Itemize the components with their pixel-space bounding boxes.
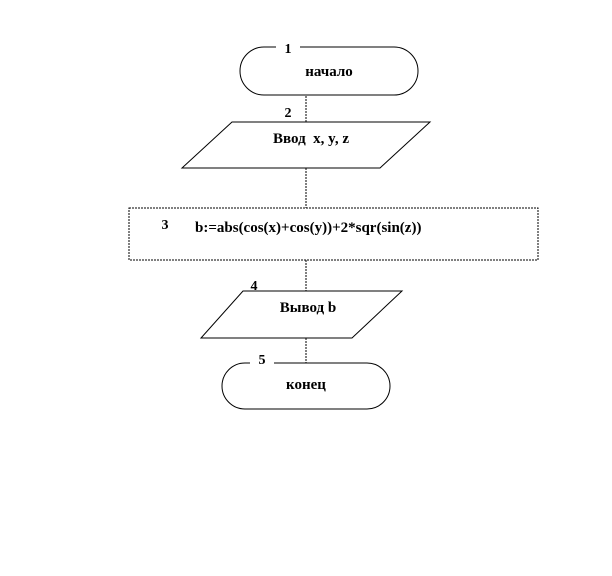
input-block-label: Ввод x, y, z [273, 131, 349, 147]
start-number-mask [276, 41, 300, 55]
end-block-label: конец [286, 377, 326, 393]
output-parallelogram-shape [199, 290, 404, 339]
start-block-number: 1 [285, 42, 292, 57]
input-number-mask [277, 104, 299, 120]
end-block: 5 конец [221, 351, 391, 410]
input-block: 2 Ввод x, y, z [180, 104, 432, 169]
process-block-label: b:=abs(cos(x)+cos(y))+2*sqr(sin(z)) [195, 220, 421, 236]
process-block-number: 3 [162, 218, 169, 233]
process-block: 3 b:=abs(cos(x)+cos(y))+2*sqr(sin(z)) [128, 207, 539, 261]
end-terminator-shape [221, 362, 391, 410]
input-block-number: 2 [285, 106, 292, 121]
start-block: 1 начало [239, 41, 419, 96]
start-terminator-shape [239, 46, 419, 96]
input-parallelogram-shape [180, 121, 432, 169]
output-block-label: Вывод b [280, 300, 336, 316]
end-number-mask [250, 351, 274, 367]
output-block: 4 Вывод b [199, 276, 404, 339]
process-rectangle-shape [128, 207, 539, 261]
output-block-number: 4 [251, 279, 258, 294]
start-block-label: начало [305, 64, 353, 80]
output-number-mask [243, 276, 265, 290]
end-block-number: 5 [259, 353, 266, 368]
